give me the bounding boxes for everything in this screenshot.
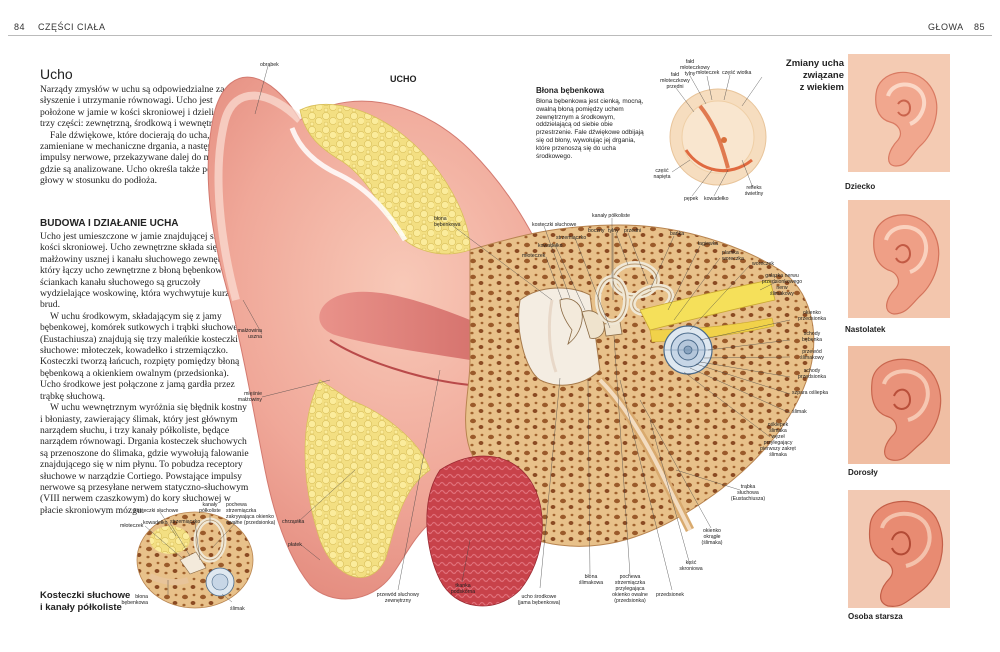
ossicles-label-slimak: ślimak xyxy=(230,606,245,612)
aging-label-teen: Nastolatek xyxy=(845,325,886,334)
label-blona-bebenkowa: błona bębenkowa xyxy=(434,216,461,228)
ear-card-child xyxy=(848,54,950,172)
page-number-left: 84 xyxy=(14,22,26,32)
label-szpara: szpara ośliepka xyxy=(792,390,829,396)
label-przewod-slimakowy: przewód ślimakowy xyxy=(800,349,824,361)
intro-paragraph-1: Narządy zmysłów w uchu są odpowiedzialne… xyxy=(40,84,239,130)
ossicles-label-blona: błona bębenkowa xyxy=(121,594,148,606)
aging-title: Zmiany ucha związane z wiekiem xyxy=(785,58,844,93)
tympanic-label-czesc-wiotka: część wiotka xyxy=(722,70,752,76)
intro-title: Ucho xyxy=(40,66,73,82)
label-tylny: tylny xyxy=(608,228,619,234)
ear-drawing-elder xyxy=(848,490,950,608)
label-przedsionek: przedsionek xyxy=(656,592,684,598)
aging-label-child: Dziecko xyxy=(845,182,876,191)
tympanic-text: Błona bębenkowa jest cienką, mocną, owal… xyxy=(536,98,644,160)
label-platek: płatek xyxy=(288,542,302,548)
ear-drawing-adult xyxy=(848,346,950,464)
tympanic-label-fald-tylny: fałd młoteczkowy tylny xyxy=(680,59,710,77)
label-malzowina: małżowina uszna xyxy=(237,328,262,340)
label-osklepek: ośklepek ślimaka węzeł przylegający pier… xyxy=(760,422,796,458)
ear-card-adult xyxy=(848,346,950,464)
budowa-paragraph-1: Ucho jest umieszczone w jamie znajdujące… xyxy=(40,231,249,311)
label-plamka: plamka woreczka xyxy=(722,250,744,262)
tympanic-label-pepek: pępek xyxy=(684,196,699,202)
ear-drawing-child xyxy=(848,54,950,172)
label-przedni: przedni xyxy=(624,228,642,234)
aging-label-adult: Dorosły xyxy=(848,468,878,477)
ossicles-label-mloteczek: młoteczek xyxy=(120,523,144,529)
label-przewod-sluchowy: przewód słuchowy zewnętrzny xyxy=(376,592,420,604)
aging-label-elder: Osoba starsza xyxy=(848,612,903,621)
label-ucho-srodkowe: ucho środkowe (jama bębenkowa) xyxy=(517,594,561,606)
label-okienko-przedsionka: okienko przedsionka xyxy=(798,310,826,322)
label-obrabek: obrąbek xyxy=(260,62,279,68)
ear-drawing-teen xyxy=(848,200,950,318)
ossicles-title: Kosteczki słuchowe i kanały półkoliste xyxy=(40,590,131,613)
label-lagiewka: łagiewka xyxy=(698,241,719,247)
ossicles-label-strzemiaczko: strzemiączko xyxy=(170,519,201,525)
intro-text: Narządy zmysłów w uchu są odpowiedzialne… xyxy=(40,84,250,187)
ossicles-label-kowadelko: kowadełko xyxy=(143,520,168,526)
ossicles-label-pochewa: pochewa strzemiączka zakrywająca okienko… xyxy=(226,502,276,526)
label-kosc-skroniowa: kość skroniowa xyxy=(679,560,703,572)
label-okienko-owalne: pochewa strzemiączka przylegająca okienk… xyxy=(612,574,648,604)
section-title-left: CZĘŚCI CIAŁA xyxy=(38,22,106,32)
tympanic-label-mloteczek: młoteczek xyxy=(696,70,720,76)
header-rule xyxy=(8,35,992,36)
label-blona-slimakowa: błona ślimakowa xyxy=(578,574,604,586)
section-title-right: GŁOWA xyxy=(928,22,964,32)
label-boczny: boczny xyxy=(588,228,605,234)
budowa-paragraph-3: W uchu wewnętrznym wyróżnia się błędnik … xyxy=(40,402,249,516)
label-strzemiaczko: strzemiączko xyxy=(556,235,587,241)
label-slimak: ślimak xyxy=(792,409,807,415)
label-kowadelko: kowadełko xyxy=(538,243,563,249)
label-tkanka-podskorna: tkanka podskórna xyxy=(450,583,476,595)
label-okienko-okragle: okienko okrągłe (ślimaka) xyxy=(701,528,723,546)
ossicles-label-kosteczki: kosteczki słuchowe xyxy=(134,508,179,514)
tympanic-label-refleks: refleks świetlny xyxy=(744,185,764,197)
ear-card-elder xyxy=(848,490,950,608)
label-miesnie: mięśnie małżowiny xyxy=(237,391,262,403)
ear-card-teen xyxy=(848,200,950,318)
budowa-title: BUDOWA I DZIAŁANIE UCHA xyxy=(40,218,179,229)
budowa-paragraph-2: W uchu środkowym, składającym się z jamy… xyxy=(40,310,241,402)
label-woreczek: woreczek xyxy=(752,261,774,267)
label-galazka: gałązka nerwu przedsionkowego nerw ślima… xyxy=(761,273,803,297)
budowa-text: Ucho jest umieszczone w jamie znajdujące… xyxy=(40,231,250,516)
tympanic-inset xyxy=(669,73,767,197)
page-number-right: 85 xyxy=(974,22,986,32)
ossicles-inset xyxy=(136,511,254,609)
label-chrzastka: chrząstka xyxy=(282,519,305,525)
label-kosteczki: kosteczki słuchowe xyxy=(532,222,577,228)
intro-paragraph-2: Fale dźwiękowe, które docierają do ucha,… xyxy=(40,129,234,187)
label-banka: bańka xyxy=(670,231,685,237)
label-trabka: trąbka słuchowa (Eustachiusza) xyxy=(730,484,766,502)
label-kanaly-polkoliste: kanały półkoliste xyxy=(592,213,631,219)
label-mloteczek: młoteczek xyxy=(522,253,546,259)
tympanic-label-czesc-napieta: część napięta xyxy=(653,168,671,180)
label-schody-przedsionka: schody przedsionka xyxy=(798,368,826,380)
main-diagram-title: UCHO xyxy=(390,74,417,84)
tympanic-label-kowadelko: kowadełko xyxy=(704,196,729,202)
tympanic-label-fald-przedni: fałd młoteczkowy przedni xyxy=(660,72,690,90)
tympanic-title: Błona bębenkowa xyxy=(536,86,605,95)
ossicles-label-kanaly: kanały półkoliste xyxy=(199,502,221,514)
label-schody-bebenka: schody bębenka xyxy=(802,331,822,343)
